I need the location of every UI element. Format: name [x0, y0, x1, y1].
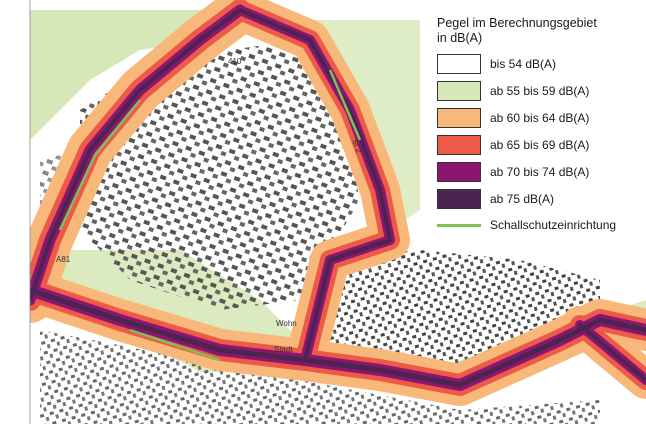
legend-swatch	[437, 81, 481, 101]
legend-swatch	[437, 54, 481, 74]
legend-item-60-64: ab 60 bis 64 dB(A)	[437, 107, 646, 129]
place-label-a: Wohn	[276, 319, 297, 328]
road-label-a81: A81	[56, 255, 71, 264]
legend-label: Schallschutzeinrichtung	[490, 218, 617, 232]
noise-barriers	[58, 69, 362, 362]
road-label-410: 410	[228, 57, 242, 66]
legend-swatch	[437, 162, 481, 182]
legend-swatch	[437, 135, 481, 155]
legend-title-line1: Pegel im Berechnungsgebiet	[437, 16, 597, 30]
legend-label: ab 60 bis 64 dB(A)	[490, 111, 590, 125]
legend-label: bis 54 dB(A)	[490, 57, 557, 71]
legend-item-bis-54: bis 54 dB(A)	[437, 53, 646, 75]
legend-title: Pegel im Berechnungsgebiet in dB(A)	[437, 16, 646, 46]
legend-label: ab 70 bis 74 dB(A)	[490, 165, 590, 179]
legend-item-ab-75: ab 75 dB(A)	[437, 188, 646, 210]
map-legend: Pegel im Berechnungsgebiet in dB(A) bis …	[425, 8, 646, 245]
legend-label: ab 55 bis 59 dB(A)	[490, 84, 590, 98]
legend-item-barrier: Schallschutzeinrichtung	[437, 215, 646, 235]
legend-item-55-59: ab 55 bis 59 dB(A)	[437, 80, 646, 102]
legend-line-symbol	[437, 223, 481, 227]
legend-swatch	[437, 108, 481, 128]
legend-item-70-74: ab 70 bis 74 dB(A)	[437, 161, 646, 183]
legend-swatch	[437, 189, 481, 209]
noise-band-75	[27, 8, 646, 388]
place-label-b: Stadt	[274, 345, 293, 354]
legend-label: ab 65 bis 69 dB(A)	[490, 138, 590, 152]
legend-label: ab 75 dB(A)	[490, 192, 555, 206]
legend-title-line2: in dB(A)	[437, 31, 483, 45]
legend-item-65-69: ab 65 bis 69 dB(A)	[437, 134, 646, 156]
map-left-edge	[0, 0, 30, 424]
